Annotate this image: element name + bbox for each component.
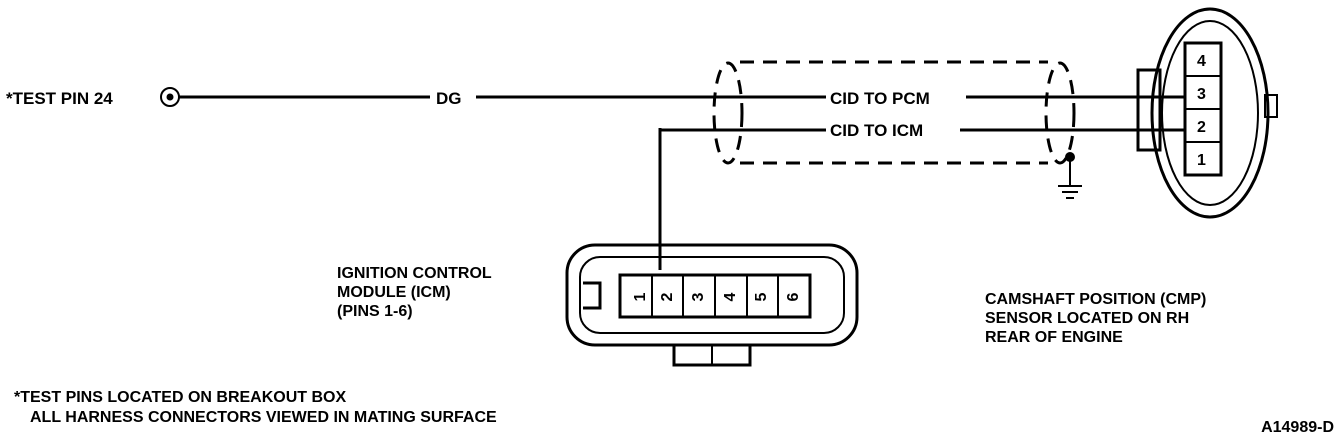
- icm-label-line2: MODULE (ICM): [337, 284, 451, 301]
- figure-id: A14989-D: [1261, 419, 1334, 436]
- test-pin-label: *TEST PIN 24: [6, 89, 113, 108]
- cmp-label-line1: CAMSHAFT POSITION (CMP): [985, 291, 1206, 308]
- wire-label-dg: DG: [436, 89, 462, 108]
- wire-label-cid-to-icm: CID TO ICM: [830, 121, 923, 140]
- cmp-pin-4: 4: [1197, 53, 1206, 70]
- note-line1: *TEST PINS LOCATED ON BREAKOUT BOX: [14, 389, 346, 406]
- cmp-pin-3: 3: [1197, 86, 1206, 103]
- icm-pin-5: 5: [753, 292, 770, 301]
- icm-label-line3: (PINS 1-6): [337, 303, 413, 320]
- icm-label-line1: IGNITION CONTROL: [337, 265, 492, 282]
- cmp-pin-2: 2: [1197, 119, 1206, 136]
- cable-shield: [712, 60, 1076, 165]
- cmp-label-line3: REAR OF ENGINE: [985, 329, 1123, 346]
- icm-pin-2: 2: [659, 292, 676, 301]
- cmp-pin-1: 1: [1197, 152, 1206, 169]
- cmp-connector: [1136, 7, 1278, 219]
- icm-connector: [565, 243, 859, 367]
- ground-icon: [1058, 152, 1082, 199]
- icm-pin-6: 6: [785, 292, 802, 301]
- icm-pin-3: 3: [690, 292, 707, 301]
- note-line2: ALL HARNESS CONNECTORS VIEWED IN MATING …: [30, 409, 497, 426]
- icm-pin-1: 1: [632, 292, 649, 301]
- cmp-label-line2: SENSOR LOCATED ON RH: [985, 310, 1189, 327]
- icm-pin-4: 4: [722, 292, 739, 301]
- wire-label-cid-to-pcm: CID TO PCM: [830, 89, 930, 108]
- test-pin-terminal-icon: [160, 87, 180, 107]
